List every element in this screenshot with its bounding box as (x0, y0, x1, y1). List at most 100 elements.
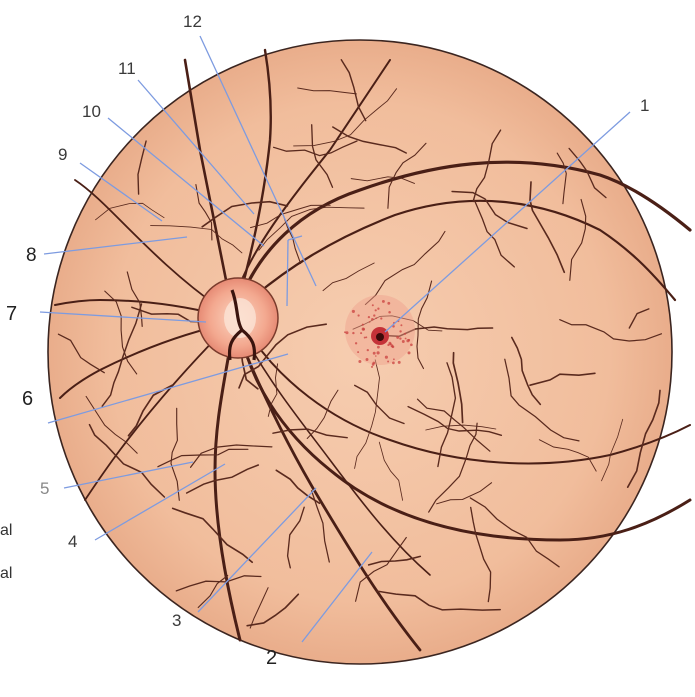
fine-vessel-branch (104, 290, 138, 375)
macula-dot (375, 355, 377, 357)
macula-dot (344, 331, 346, 334)
fine-vessel-branch (311, 124, 334, 188)
optic-cup (224, 298, 256, 338)
central-vessels (227, 289, 257, 361)
fine-vessel-branch (436, 482, 493, 505)
fine-vessel-branch (355, 536, 407, 602)
macula-dot (396, 335, 400, 339)
fine-vessel-branch (101, 303, 143, 407)
macula-dot (365, 336, 368, 339)
macula-dot (370, 365, 374, 368)
fine-vessel-branch (364, 230, 446, 306)
macula-dot (384, 355, 388, 359)
fine-vessel-branch (473, 199, 515, 268)
fine-vessel-branch (267, 363, 279, 417)
macula-dot (361, 323, 364, 326)
fine-vessel-branch (367, 555, 422, 566)
fine-vessel-branch (127, 384, 174, 437)
leader-line-2 (301, 551, 373, 643)
macula-dot (393, 358, 395, 361)
fine-vessel-branch (258, 206, 365, 251)
macula-dot (376, 345, 380, 349)
fine-vessel-branch (416, 398, 491, 452)
fine-vessel-branch (171, 507, 254, 564)
fine-vessel-branch (407, 405, 503, 436)
leader-line-6 (47, 353, 289, 424)
label-6: 6 (22, 388, 34, 410)
fine-vessel-branch (250, 204, 331, 229)
fine-vessel-branch (628, 308, 650, 329)
fine-vessel-branch (306, 389, 339, 439)
macula-dot (388, 311, 391, 314)
fine-vessel-branch (451, 190, 528, 230)
fine-vessel-branch (568, 147, 607, 199)
macula-dot (363, 336, 366, 339)
label-4: 4 (68, 532, 78, 551)
fine-vessel-branch (378, 441, 404, 501)
macula-dot (358, 359, 362, 364)
macula-dot (381, 299, 385, 303)
fine-vessel-branch (383, 326, 494, 338)
macula-dot (371, 317, 374, 321)
fine-vessel-branch (185, 464, 260, 494)
leader-line-10 (107, 117, 265, 247)
fine-vessel-branch (354, 359, 380, 469)
label-9: 9 (58, 145, 68, 164)
macula-dot (399, 337, 402, 340)
macula-dot (351, 309, 355, 313)
macula-dot (380, 317, 383, 320)
fine-vessel-branch (150, 225, 243, 254)
macula-dot (357, 351, 360, 354)
label-2: 2 (266, 647, 278, 669)
macula-dot (407, 351, 411, 355)
fine-vessel-branch (469, 497, 560, 568)
leader-line-4 (94, 463, 226, 541)
side-text-1: al (0, 522, 13, 539)
fine-vessel-branch (286, 506, 305, 569)
macula-dot (367, 315, 371, 319)
fine-vessel-branch (126, 271, 143, 327)
macula-dot (361, 327, 365, 331)
macula-dot (401, 340, 405, 343)
fine-vessel-branch (387, 142, 427, 209)
label-10: 10 (82, 102, 101, 121)
macula-dot (366, 348, 369, 352)
label-5: 5 (40, 479, 50, 498)
fine-vessel-branch (416, 280, 433, 370)
leader-line-3 (197, 487, 317, 613)
fine-vessel-branch (332, 126, 407, 154)
fine-vessel-branch (275, 469, 321, 505)
retinal-vessels (54, 48, 692, 652)
fine-vessel-branch (428, 422, 478, 513)
macula-dot (354, 342, 358, 345)
leader-line-1 (384, 111, 631, 333)
macula-dot (376, 351, 380, 355)
foveola (376, 333, 384, 341)
fine-vessel-branch (437, 362, 457, 468)
macula-dot (375, 317, 378, 319)
macula-dot (387, 301, 391, 305)
macula-dot (399, 330, 402, 333)
leader-line-7 (39, 311, 207, 323)
macula-dot (387, 360, 390, 363)
fine-vessel-branch (470, 506, 492, 603)
macula-dot (352, 331, 355, 335)
fine-vessel-branch (340, 59, 367, 122)
side-text-2: al (0, 565, 13, 582)
fine-vessel-branch (293, 88, 398, 147)
label-12: 12 (183, 12, 202, 31)
macula-dot (371, 363, 375, 366)
fine-vessel-branch (272, 140, 358, 157)
leader-line-11 (137, 79, 255, 215)
fine-vessel-branch (197, 574, 229, 609)
fine-vessel-branch (529, 372, 596, 386)
fine-vessel-branch (452, 351, 464, 424)
leader-line-9 (79, 162, 163, 222)
leader-line-8 (43, 236, 188, 255)
fine-vessel-branch (195, 184, 213, 241)
leader-line-5 (63, 461, 194, 489)
fine-vessel-branch (246, 593, 300, 627)
macula-dot (365, 358, 369, 361)
macula-dot (374, 309, 377, 312)
